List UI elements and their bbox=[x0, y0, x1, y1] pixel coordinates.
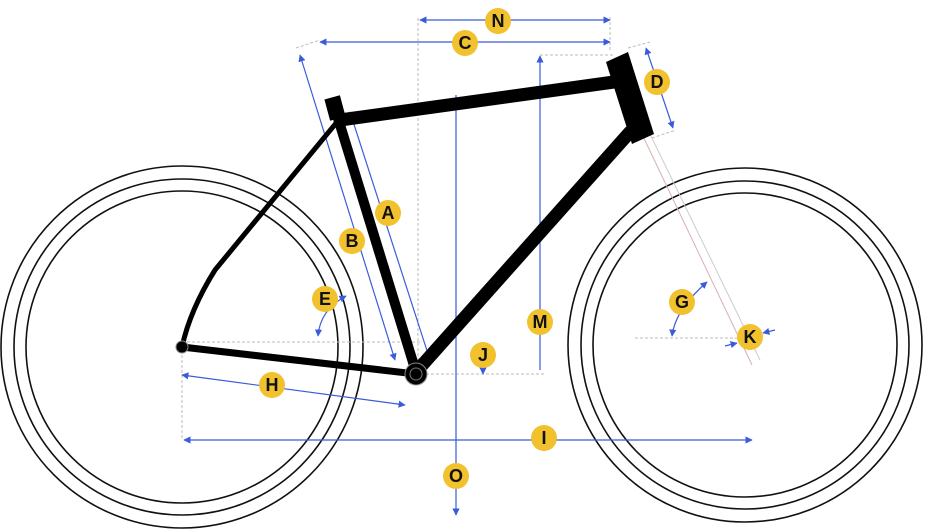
label-a: A bbox=[375, 200, 401, 226]
label-c: C bbox=[452, 30, 478, 56]
label-n: N bbox=[485, 8, 511, 34]
label-e: E bbox=[312, 286, 338, 312]
label-b: B bbox=[339, 228, 365, 254]
label-g: G bbox=[669, 289, 695, 315]
label-j: J bbox=[470, 342, 496, 368]
label-d: D bbox=[644, 69, 670, 95]
label-h: H bbox=[259, 372, 285, 398]
label-m: M bbox=[527, 309, 553, 335]
label-i: I bbox=[531, 425, 557, 451]
frame bbox=[175, 52, 654, 386]
label-k: K bbox=[737, 324, 763, 350]
front-wheel bbox=[567, 167, 923, 523]
label-o: O bbox=[443, 463, 469, 489]
